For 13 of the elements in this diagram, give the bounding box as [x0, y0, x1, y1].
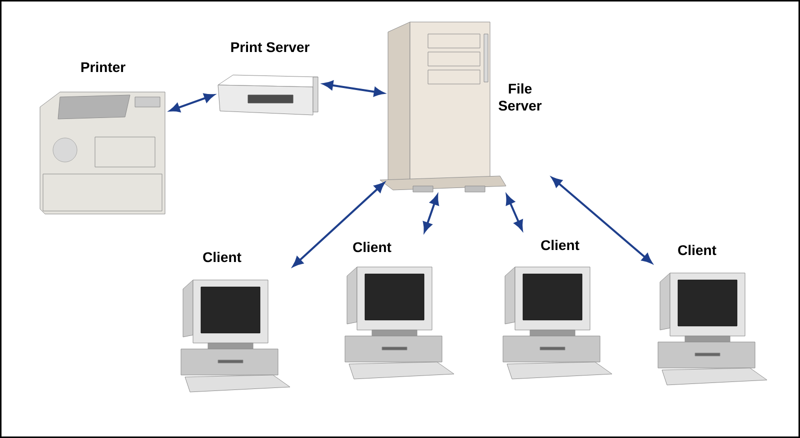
arrow — [292, 182, 385, 267]
device-label: File Server — [498, 83, 542, 111]
arrow — [552, 177, 652, 264]
device-label: Print Server — [231, 42, 310, 52]
device-label: Client — [203, 252, 242, 262]
device-label: Client — [678, 244, 716, 256]
device-label: Client — [353, 242, 392, 252]
arrow — [322, 80, 384, 96]
arrow — [170, 93, 214, 112]
arrow — [506, 194, 523, 230]
device-label: Client — [541, 240, 580, 250]
device-label: Printer — [81, 62, 126, 72]
arrow — [423, 194, 439, 232]
